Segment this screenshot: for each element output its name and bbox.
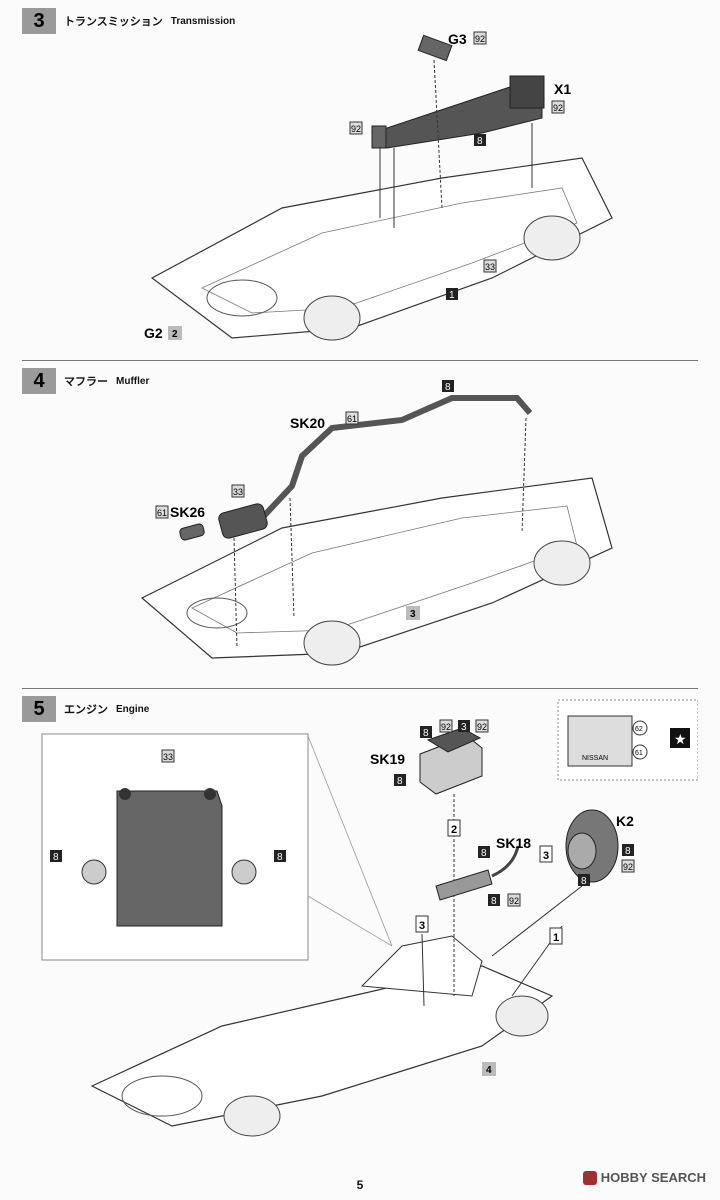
label-8-right: 8 xyxy=(277,852,283,863)
label-ref-4: 4 xyxy=(486,1065,492,1076)
label-8: 8 xyxy=(477,136,483,147)
label-sk18-8: 8 xyxy=(481,848,487,859)
step-3-header: 3 トランスミッション Transmission xyxy=(22,8,235,34)
hobby-search-logo-icon xyxy=(582,1170,597,1185)
watermark: HOBBY SEARCH xyxy=(582,1170,706,1185)
label-ref-3: 3 xyxy=(410,609,416,620)
tail-pipe xyxy=(179,523,205,541)
step-number: 5 xyxy=(22,696,56,722)
step-title-en: Muffler xyxy=(116,375,150,387)
step-5: 5 エンジン Engine 33 8 8 SK19 8 92 3 92 8 xyxy=(22,696,698,1166)
label-sk26-num: 61 xyxy=(157,508,167,518)
label-k2: K2 xyxy=(616,813,634,829)
label-sk19-92b: 92 xyxy=(477,722,487,732)
star-icon: ★ xyxy=(674,731,687,747)
label-ref-3b: 3 xyxy=(419,920,425,932)
label-1: 1 xyxy=(449,290,455,301)
label-8-left: 8 xyxy=(53,852,59,863)
label-ref-2: 2 xyxy=(451,824,457,836)
label-33: 33 xyxy=(485,262,495,272)
label-33: 33 xyxy=(163,752,173,762)
chassis-outline xyxy=(140,477,613,659)
label-x1: X1 xyxy=(554,81,571,97)
front-wheel xyxy=(523,215,581,261)
page-number: 5 xyxy=(356,1178,364,1192)
label-61: 61 xyxy=(347,414,357,424)
step-3-diagram: G3 92 X1 92 92 8 33 1 G2 2 xyxy=(144,31,613,341)
label-sk19: SK19 xyxy=(370,751,405,767)
label-sk18-8b: 8 xyxy=(491,896,497,907)
step-3: 3 トランスミッション Transmission G3 92 X1 92 92 … xyxy=(22,8,698,356)
label-k2-92: 92 xyxy=(623,862,633,872)
label-sk20: SK20 xyxy=(290,415,325,431)
front-wheel xyxy=(495,995,549,1037)
label-8: 8 xyxy=(445,382,451,393)
label-x1-num: 92 xyxy=(553,103,563,113)
sk18-part xyxy=(435,869,493,901)
label-33: 33 xyxy=(233,487,243,497)
rear-wheel xyxy=(303,620,361,666)
label-k2-8b: 8 xyxy=(581,876,587,887)
step-5-diagram: 33 8 8 SK19 8 92 3 92 8 2 SK18 8 3 8 92 xyxy=(41,699,698,1137)
step-title-jp: トランスミッション xyxy=(64,16,163,28)
label-sk18-92: 92 xyxy=(509,896,519,906)
label-sk19-8a: 8 xyxy=(423,728,429,739)
step-4: 4 マフラー Muffler 8 61 SK20 33 61 SK26 3 xyxy=(22,368,698,684)
exhaust-pipe xyxy=(259,395,533,521)
step-4-header: 4 マフラー Muffler xyxy=(22,368,149,394)
label-k2-8a: 8 xyxy=(625,846,631,857)
step-title-jp: エンジン xyxy=(64,704,108,716)
muffler xyxy=(218,503,268,539)
x1-block xyxy=(509,75,545,109)
shaft-end xyxy=(371,125,387,149)
rear-wheel xyxy=(223,1095,281,1137)
label-g2: G2 xyxy=(144,325,163,341)
label-detail-62: 62 xyxy=(635,726,643,733)
front-wheel xyxy=(533,540,591,586)
rear-wheel xyxy=(303,295,361,341)
spare-wheel-well xyxy=(206,279,278,317)
detail-brand: NISSAN xyxy=(582,755,608,762)
step-4-diagram: 8 61 SK20 33 61 SK26 3 xyxy=(140,380,613,666)
step-number: 3 xyxy=(22,8,56,34)
chassis-outline xyxy=(90,965,554,1127)
label-g3-num: 92 xyxy=(475,34,485,44)
step-5-header: 5 エンジン Engine xyxy=(22,696,149,722)
label-g2-num: 2 xyxy=(172,329,178,340)
label-sk26: SK26 xyxy=(170,504,205,520)
g3-bracket xyxy=(417,34,453,62)
chassis-floor xyxy=(201,187,578,314)
step-title-jp: マフラー xyxy=(64,376,108,388)
label-ref-1: 1 xyxy=(553,932,559,944)
label-detail-61: 61 xyxy=(635,750,643,757)
step-title-en: Engine xyxy=(116,703,150,715)
engine-bay-plate xyxy=(116,790,223,927)
chassis-outline xyxy=(150,157,613,339)
step-title-en: Transmission xyxy=(170,15,236,27)
watermark-text: HOBBY SEARCH xyxy=(600,1170,706,1185)
label-sk19-92a: 92 xyxy=(441,722,451,732)
label-g3: G3 xyxy=(448,31,467,47)
label-92: 92 xyxy=(351,124,361,134)
step-number: 4 xyxy=(22,368,56,394)
step-divider xyxy=(22,360,698,361)
step-divider xyxy=(22,688,698,689)
label-sk19-3: 3 xyxy=(461,722,467,733)
label-sk19-8b: 8 xyxy=(397,776,403,787)
label-ref-3a: 3 xyxy=(543,850,549,862)
label-sk18: SK18 xyxy=(496,835,531,851)
